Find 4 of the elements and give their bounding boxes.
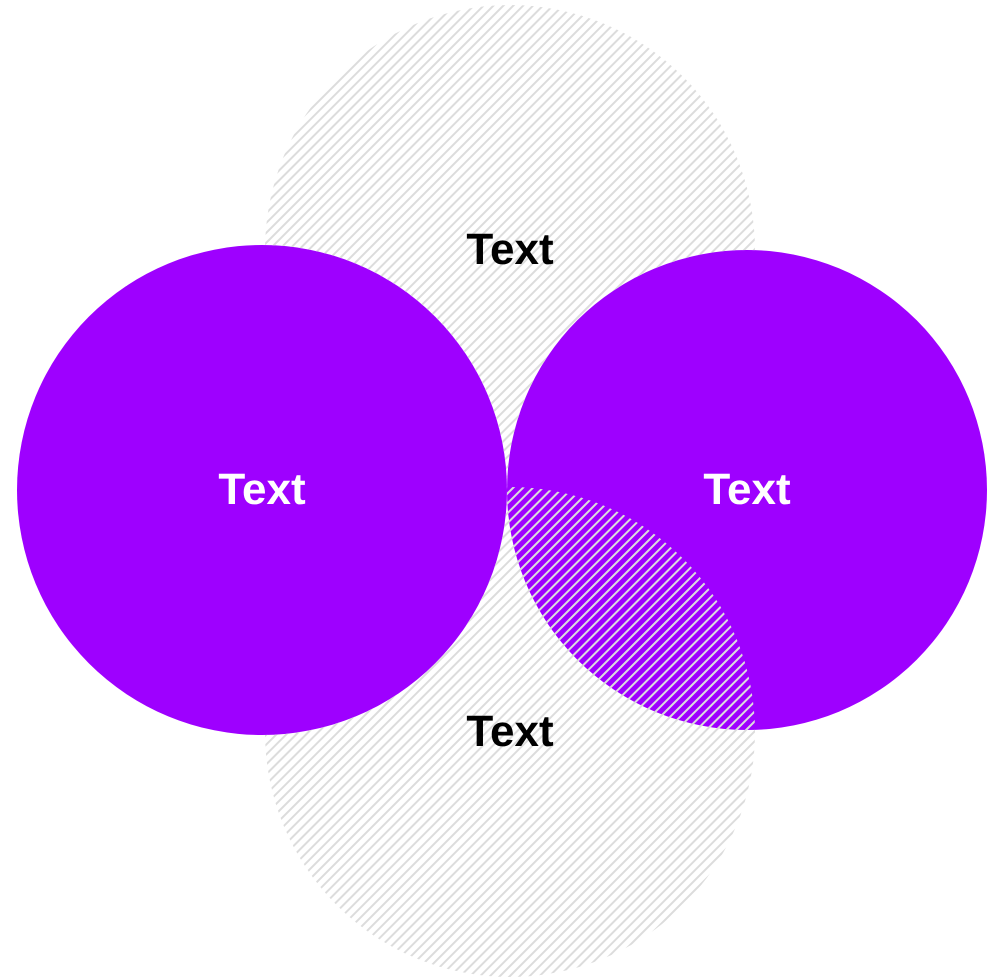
- circle-label: Text: [466, 228, 554, 272]
- circle-label: Text: [466, 710, 554, 754]
- circle-label: Text: [218, 468, 306, 512]
- circle-label: Text: [703, 468, 791, 512]
